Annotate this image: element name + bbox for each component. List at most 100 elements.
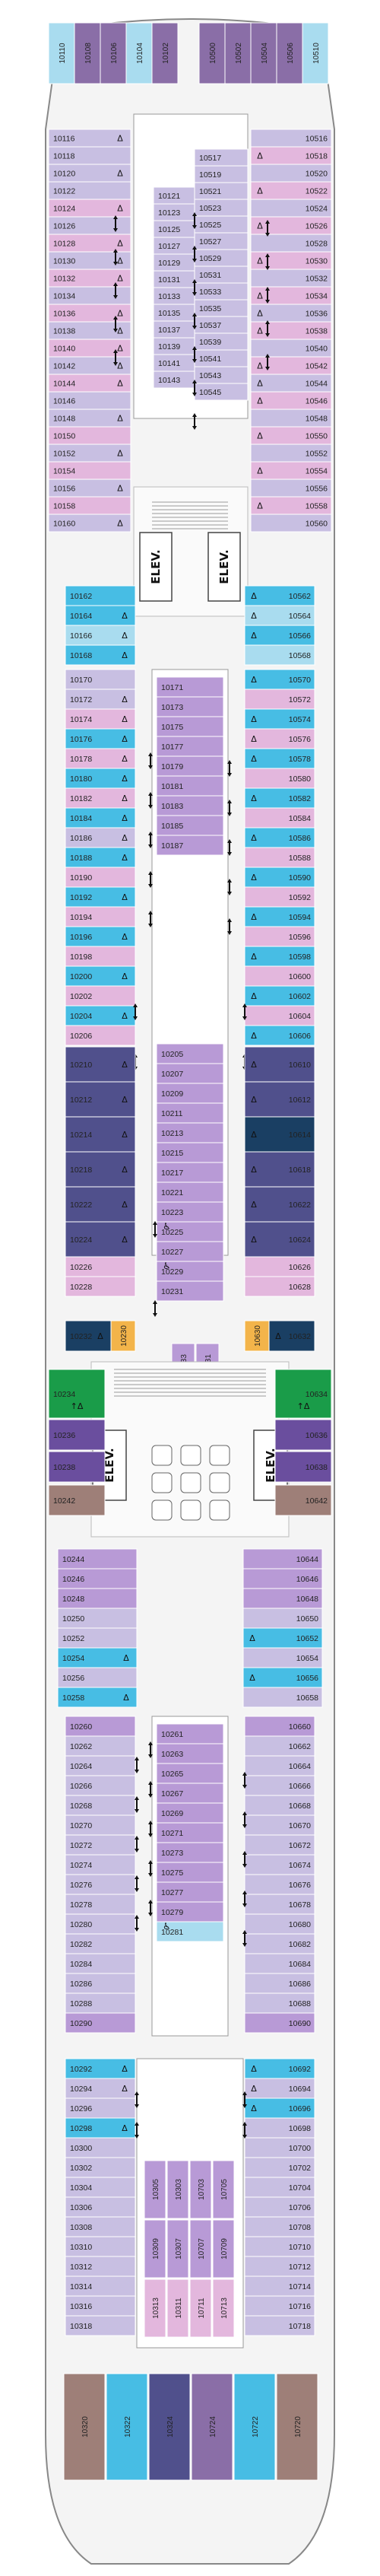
cabin-10179[interactable]: 10179 (156, 755, 224, 777)
cabin-10131[interactable]: 10131 (153, 270, 195, 288)
cabin-10500[interactable]: 10500 (198, 22, 226, 84)
cabin-10123[interactable]: 10123 (153, 203, 195, 221)
cabin-10592[interactable]: 10592 (244, 886, 315, 908)
cabin-10271[interactable]: 10271 (156, 1822, 224, 1843)
cabin-10711[interactable]: 10711 (189, 2279, 212, 2338)
cabin-10202[interactable]: 10202 (65, 985, 136, 1007)
cabin-10181[interactable]: 10181 (156, 775, 224, 797)
cabin-10282[interactable]: 10282 (65, 1933, 136, 1954)
cabin-10265[interactable]: 10265 (156, 1763, 224, 1784)
cabin-10543[interactable]: 10543 (194, 366, 249, 384)
cabin-10106[interactable]: 10106 (100, 22, 127, 84)
cabin-10305[interactable]: 10305 (144, 2160, 166, 2219)
cabin-10556[interactable]: 10556 (250, 479, 332, 498)
cabin-10310[interactable]: 10310 (65, 2236, 136, 2257)
cabin-10264[interactable]: 10264 (65, 1755, 136, 1776)
cabin-10162[interactable]: 10162 (65, 585, 136, 606)
cabin-10698[interactable]: 10698 (244, 2117, 315, 2139)
cabin-10318[interactable]: 10318 (65, 2315, 136, 2336)
cabin-10596[interactable]: 10596 (244, 926, 315, 947)
cabin-10198[interactable]: 10198 (65, 946, 136, 967)
cabin-10552[interactable]: 10552 (250, 444, 332, 463)
cabin-10714[interactable]: 10714 (244, 2275, 315, 2297)
cabin-10273[interactable]: 10273 (156, 1842, 224, 1863)
cabin-10658[interactable]: 10658 (242, 1687, 323, 1708)
cabin-10525[interactable]: 10525 (194, 215, 249, 234)
cabin-10722[interactable]: 10722 (233, 2373, 276, 2481)
cabin-10324[interactable]: 10324 (148, 2373, 191, 2481)
cabin-10600[interactable]: 10600 (244, 965, 315, 987)
cabin-10532[interactable]: 10532 (250, 269, 332, 288)
cabin-10118[interactable]: 10118 (48, 146, 131, 165)
cabin-10313[interactable]: 10313 (144, 2279, 166, 2338)
cabin-10322[interactable]: 10322 (106, 2373, 148, 2481)
cabin-10110[interactable]: 10110 (48, 22, 75, 84)
cabin-10676[interactable]: 10676 (244, 1874, 315, 1895)
cabin-10703[interactable]: 10703 (189, 2160, 212, 2219)
cabin-10177[interactable]: 10177 (156, 736, 224, 757)
cabin-10272[interactable]: 10272 (65, 1834, 136, 1856)
cabin-10146[interactable]: 10146 (48, 391, 131, 410)
cabin-10211[interactable]: 10211 (156, 1102, 224, 1124)
cabin-10668[interactable]: 10668 (244, 1795, 315, 1816)
cabin-10650[interactable]: 10650 (242, 1608, 323, 1629)
cabin-10261[interactable]: 10261 (156, 1723, 224, 1744)
cabin-10708[interactable]: 10708 (244, 2216, 315, 2237)
cabin-10572[interactable]: 10572 (244, 689, 315, 710)
cabin-10150[interactable]: 10150 (48, 426, 131, 445)
cabin-10187[interactable]: 10187 (156, 835, 224, 856)
cabin-10209[interactable]: 10209 (156, 1083, 224, 1104)
cabin-10270[interactable]: 10270 (65, 1814, 136, 1836)
cabin-10133[interactable]: 10133 (153, 287, 195, 305)
cabin-10139[interactable]: 10139 (153, 337, 195, 355)
cabin-10303[interactable]: 10303 (166, 2160, 189, 2219)
cabin-10268[interactable]: 10268 (65, 1795, 136, 1816)
cabin-10228[interactable]: 10228 (65, 1276, 136, 1297)
cabin-10535[interactable]: 10535 (194, 299, 249, 317)
cabin-10275[interactable]: 10275 (156, 1862, 224, 1883)
cabin-10279[interactable]: 10279 (156, 1901, 224, 1922)
cabin-10217[interactable]: 10217 (156, 1162, 224, 1183)
cabin-10307[interactable]: 10307 (166, 2219, 189, 2279)
cabin-10642[interactable]: 10642 (274, 1484, 332, 1516)
cabin-10718[interactable]: 10718 (244, 2315, 315, 2336)
cabin-10519[interactable]: 10519 (194, 165, 249, 183)
cabin-10288[interactable]: 10288 (65, 1992, 136, 2014)
cabin-10250[interactable]: 10250 (57, 1608, 138, 1629)
cabin-10129[interactable]: 10129 (153, 253, 195, 272)
cabin-10137[interactable]: 10137 (153, 320, 195, 339)
cabin-10274[interactable]: 10274 (65, 1854, 136, 1875)
cabin-10680[interactable]: 10680 (244, 1913, 315, 1935)
cabin-10517[interactable]: 10517 (194, 148, 249, 167)
